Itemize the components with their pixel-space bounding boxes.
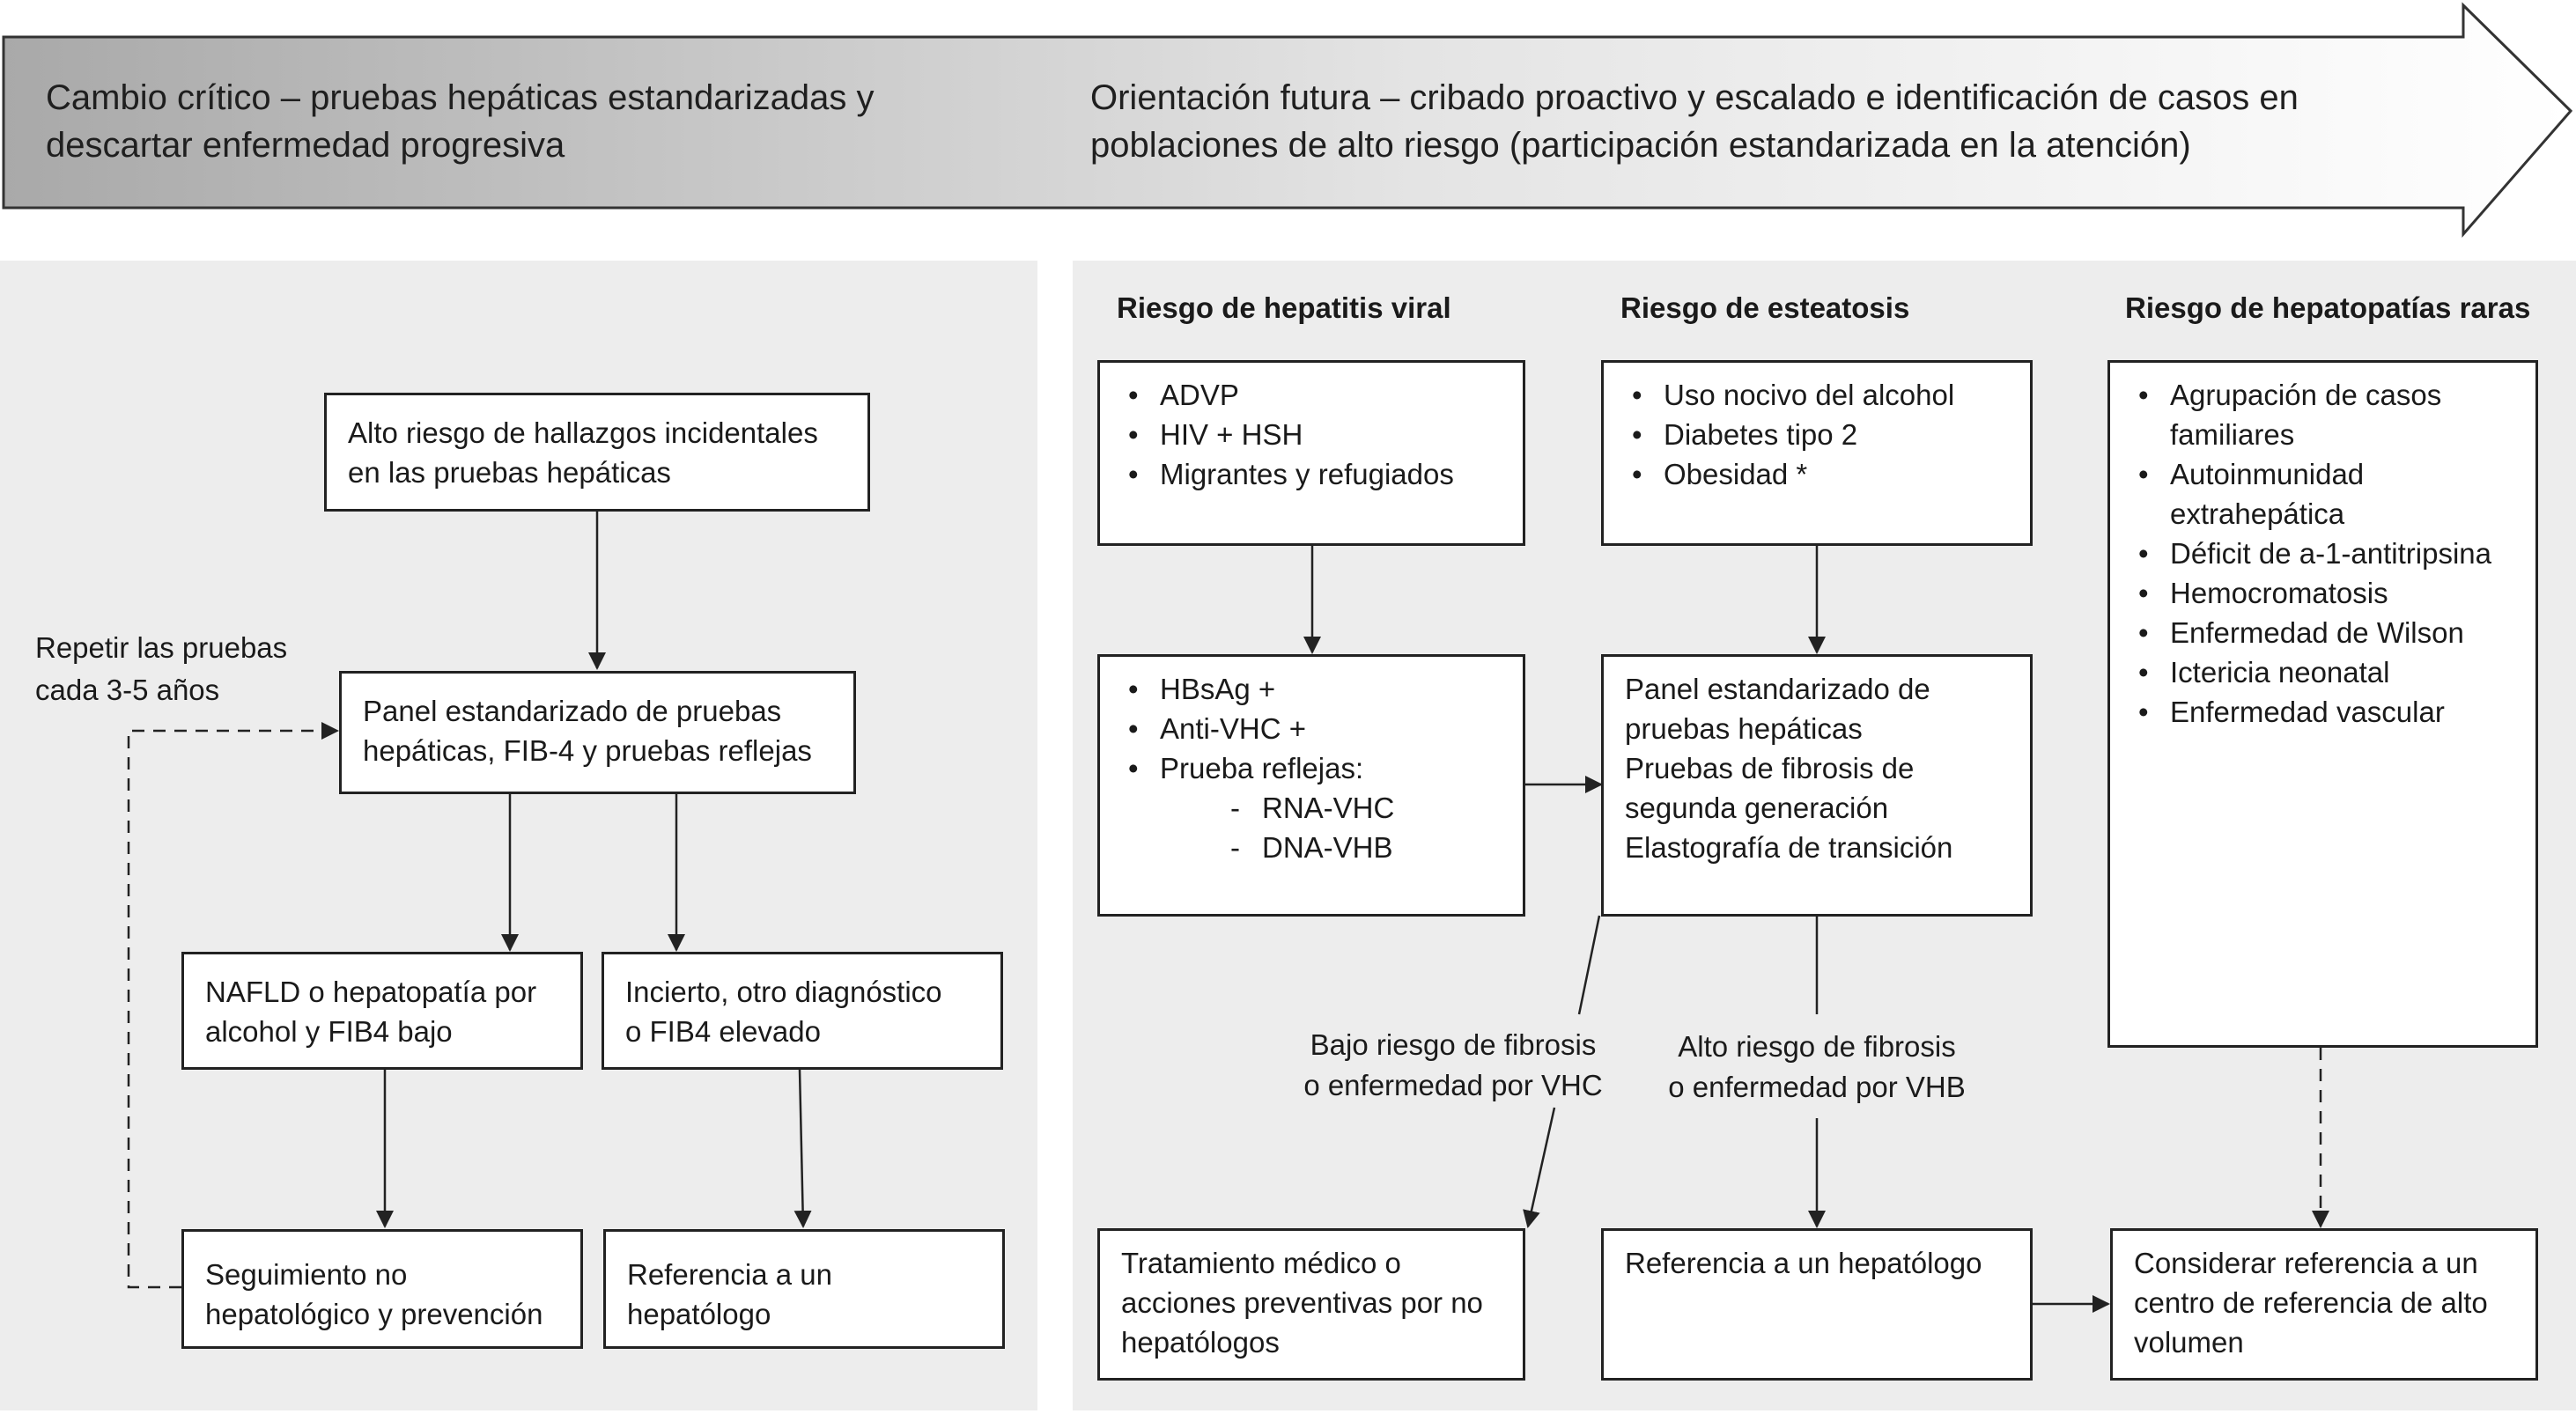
low-risk-line-2: o enfermedad por VHC bbox=[1303, 1069, 1603, 1101]
box-viral-tests: HBsAg + Anti-VHC + Prueba reflejas: RNA-… bbox=[1097, 654, 1525, 917]
box-panel-line-2: hepáticas, FIB-4 y pruebas reflejas bbox=[363, 734, 812, 767]
box-referral-line-1: Referencia a un bbox=[627, 1258, 832, 1291]
rare-risk-line: Agrupación de casos bbox=[2170, 379, 2442, 411]
box-high-volume-center: Considerar referencia a un centro de ref… bbox=[2110, 1228, 2538, 1381]
rare-risk-list: Agrupación de casos familiares Autoinmun… bbox=[2131, 375, 2516, 732]
rare-risk-line: Autoinmunidad bbox=[2170, 458, 2365, 490]
rare-risk-line: familiares bbox=[2170, 418, 2295, 451]
box-nafld-line-2: alcohol y FIB4 bajo bbox=[205, 1015, 453, 1048]
box-high-risk-incidental: Alto riesgo de hallazgos incidentales en… bbox=[324, 393, 870, 512]
rare-risk-line: extrahepática bbox=[2170, 497, 2345, 530]
rare-risk-item: Autoinmunidad extrahepática bbox=[2131, 454, 2516, 534]
standard-panel-line: segunda generación bbox=[1625, 792, 1889, 824]
repeat-note-line-2: cada 3-5 años bbox=[35, 674, 220, 706]
viral-test-item: Prueba reflejas: bbox=[1121, 748, 1503, 788]
rare-risk-item: Déficit de a-1-antitripsina bbox=[2131, 534, 2516, 573]
viral-tests-list: HBsAg + Anti-VHC + Prueba reflejas: bbox=[1121, 669, 1503, 788]
high-risk-line-2: o enfermedad por VHB bbox=[1668, 1071, 1966, 1103]
reflex-test-item: RNA-VHC bbox=[1227, 788, 1503, 828]
center-line: Considerar referencia a un bbox=[2134, 1247, 2478, 1279]
repeat-tests-note: Repetir las pruebas cada 3-5 años bbox=[35, 627, 317, 711]
standard-panel-line: Pruebas de fibrosis de bbox=[1625, 752, 1915, 784]
viral-risk-item: ADVP bbox=[1121, 375, 1503, 415]
arrow-uncertain-to-referral bbox=[793, 1069, 812, 1228]
box-nafld-low-fib4: NAFLD o hepatopatía por alcohol y FIB4 b… bbox=[181, 952, 583, 1070]
viral-risk-list: ADVP HIV + HSH Migrantes y refugiados bbox=[1121, 375, 1503, 494]
rare-risk-item: Ictericia neonatal bbox=[2131, 652, 2516, 692]
viral-risk-item: HIV + HSH bbox=[1121, 415, 1503, 454]
rare-risk-item: Enfermedad vascular bbox=[2131, 692, 2516, 732]
box-steatosis-risk-groups: Uso nocivo del alcohol Diabetes tipo 2 O… bbox=[1601, 360, 2033, 546]
viral-risk-item: Migrantes y refugiados bbox=[1121, 454, 1503, 494]
banner-right-text: Orientación futura – cribado proactivo y… bbox=[1090, 74, 2411, 169]
dashed-repeat-loop bbox=[127, 722, 339, 1289]
box-high-risk-line-1: Alto riesgo de hallazgos incidentales bbox=[348, 416, 818, 449]
low-risk-line-1: Bajo riesgo de fibrosis bbox=[1310, 1028, 1597, 1061]
box-uncertain-high-fib4: Incierto, otro diagnóstico o FIB4 elevad… bbox=[602, 952, 1003, 1070]
treatment-line: hepatólogos bbox=[1121, 1326, 1280, 1359]
standard-panel-line: Panel estandarizado de bbox=[1625, 673, 1930, 705]
standard-panel-line: pruebas hepáticas bbox=[1625, 712, 1863, 745]
banner-left-text: Cambio crítico – pruebas hepáticas estan… bbox=[46, 74, 1015, 169]
treatment-line: acciones preventivas por no bbox=[1121, 1286, 1483, 1319]
label-low-fibrosis-risk: Bajo riesgo de fibrosis o enfermedad por… bbox=[1268, 1025, 1638, 1106]
reflex-test-item: DNA-VHB bbox=[1227, 828, 1503, 867]
steatosis-risk-item: Obesidad * bbox=[1625, 454, 2011, 494]
banner-arrow bbox=[2, 2, 2573, 239]
arrow-low-risk-to-treatment bbox=[1523, 1107, 1556, 1228]
box-panel-line-1: Panel estandarizado de pruebas bbox=[363, 695, 782, 727]
repeat-note-line-1: Repetir las pruebas bbox=[35, 631, 288, 664]
box-non-hepatology-followup: Seguimiento no hepatológico y prevención bbox=[181, 1229, 583, 1349]
steatosis-risk-item: Diabetes tipo 2 bbox=[1625, 415, 2011, 454]
reflex-tests-sublist: RNA-VHC DNA-VHB bbox=[1121, 788, 1503, 867]
box-referral-hepatologist-right: Referencia a un hepatólogo bbox=[1601, 1228, 2033, 1381]
heading-viral-risk: Riesgo de hepatitis viral bbox=[1117, 291, 1451, 324]
treatment-line: Tratamiento médico o bbox=[1121, 1247, 1401, 1279]
box-referral-hepatologist-left: Referencia a un hepatólogo bbox=[603, 1229, 1005, 1349]
rare-risk-item: Enfermedad de Wilson bbox=[2131, 613, 2516, 652]
viral-test-item: HBsAg + bbox=[1121, 669, 1503, 709]
heading-steatosis-risk: Riesgo de esteatosis bbox=[1620, 291, 1910, 324]
banner-right-line-2: poblaciones de alto riesgo (participació… bbox=[1090, 126, 2191, 165]
viral-test-item: Anti-VHC + bbox=[1121, 709, 1503, 748]
rare-risk-item: Agrupación de casos familiares bbox=[2131, 375, 2516, 454]
banner-right-line-1: Orientación futura – cribado proactivo y… bbox=[1090, 78, 2299, 117]
high-risk-line-1: Alto riesgo de fibrosis bbox=[1678, 1030, 1956, 1063]
box-uncertain-line-1: Incierto, otro diagnóstico bbox=[625, 976, 942, 1008]
standard-panel-line: Elastografía de transición bbox=[1625, 831, 1953, 864]
label-high-fibrosis-risk: Alto riesgo de fibrosis o enfermedad por… bbox=[1636, 1027, 1997, 1108]
box-standard-panel-fib4: Panel estandarizado de pruebas hepáticas… bbox=[339, 671, 856, 794]
heading-rare-risk: Riesgo de hepatopatías raras bbox=[2125, 291, 2531, 324]
steatosis-risk-item: Uso nocivo del alcohol bbox=[1625, 375, 2011, 415]
center-line: volumen bbox=[2134, 1326, 2244, 1359]
box-nafld-line-1: NAFLD o hepatopatía por bbox=[205, 976, 537, 1008]
box-followup-line-1: Seguimiento no bbox=[205, 1258, 408, 1291]
box-referral-line-2: hepatólogo bbox=[627, 1298, 771, 1330]
box-standard-panel-fibrosis-tests: Panel estandarizado de pruebas hepáticas… bbox=[1601, 654, 2033, 917]
box-non-hepatologist-treatment: Tratamiento médico o acciones preventiva… bbox=[1097, 1228, 1525, 1381]
box-high-risk-line-2: en las pruebas hepáticas bbox=[348, 456, 671, 489]
box-viral-risk-groups: ADVP HIV + HSH Migrantes y refugiados bbox=[1097, 360, 1525, 546]
banner-left-line-2: descartar enfermedad progresiva bbox=[46, 126, 565, 165]
box-rare-liver-disease-risks: Agrupación de casos familiares Autoinmun… bbox=[2107, 360, 2538, 1048]
steatosis-risk-list: Uso nocivo del alcohol Diabetes tipo 2 O… bbox=[1625, 375, 2011, 494]
rare-risk-item: Hemocromatosis bbox=[2131, 573, 2516, 613]
banner-left-line-1: Cambio crítico – pruebas hepáticas estan… bbox=[46, 78, 875, 117]
line-panel-to-low-risk bbox=[1577, 915, 1601, 1015]
box-followup-line-2: hepatológico y prevención bbox=[205, 1298, 543, 1330]
hepatologist-line: Referencia a un hepatólogo bbox=[1625, 1247, 1982, 1279]
center-line: centro de referencia de alto bbox=[2134, 1286, 2488, 1319]
box-uncertain-line-2: o FIB4 elevado bbox=[625, 1015, 821, 1048]
